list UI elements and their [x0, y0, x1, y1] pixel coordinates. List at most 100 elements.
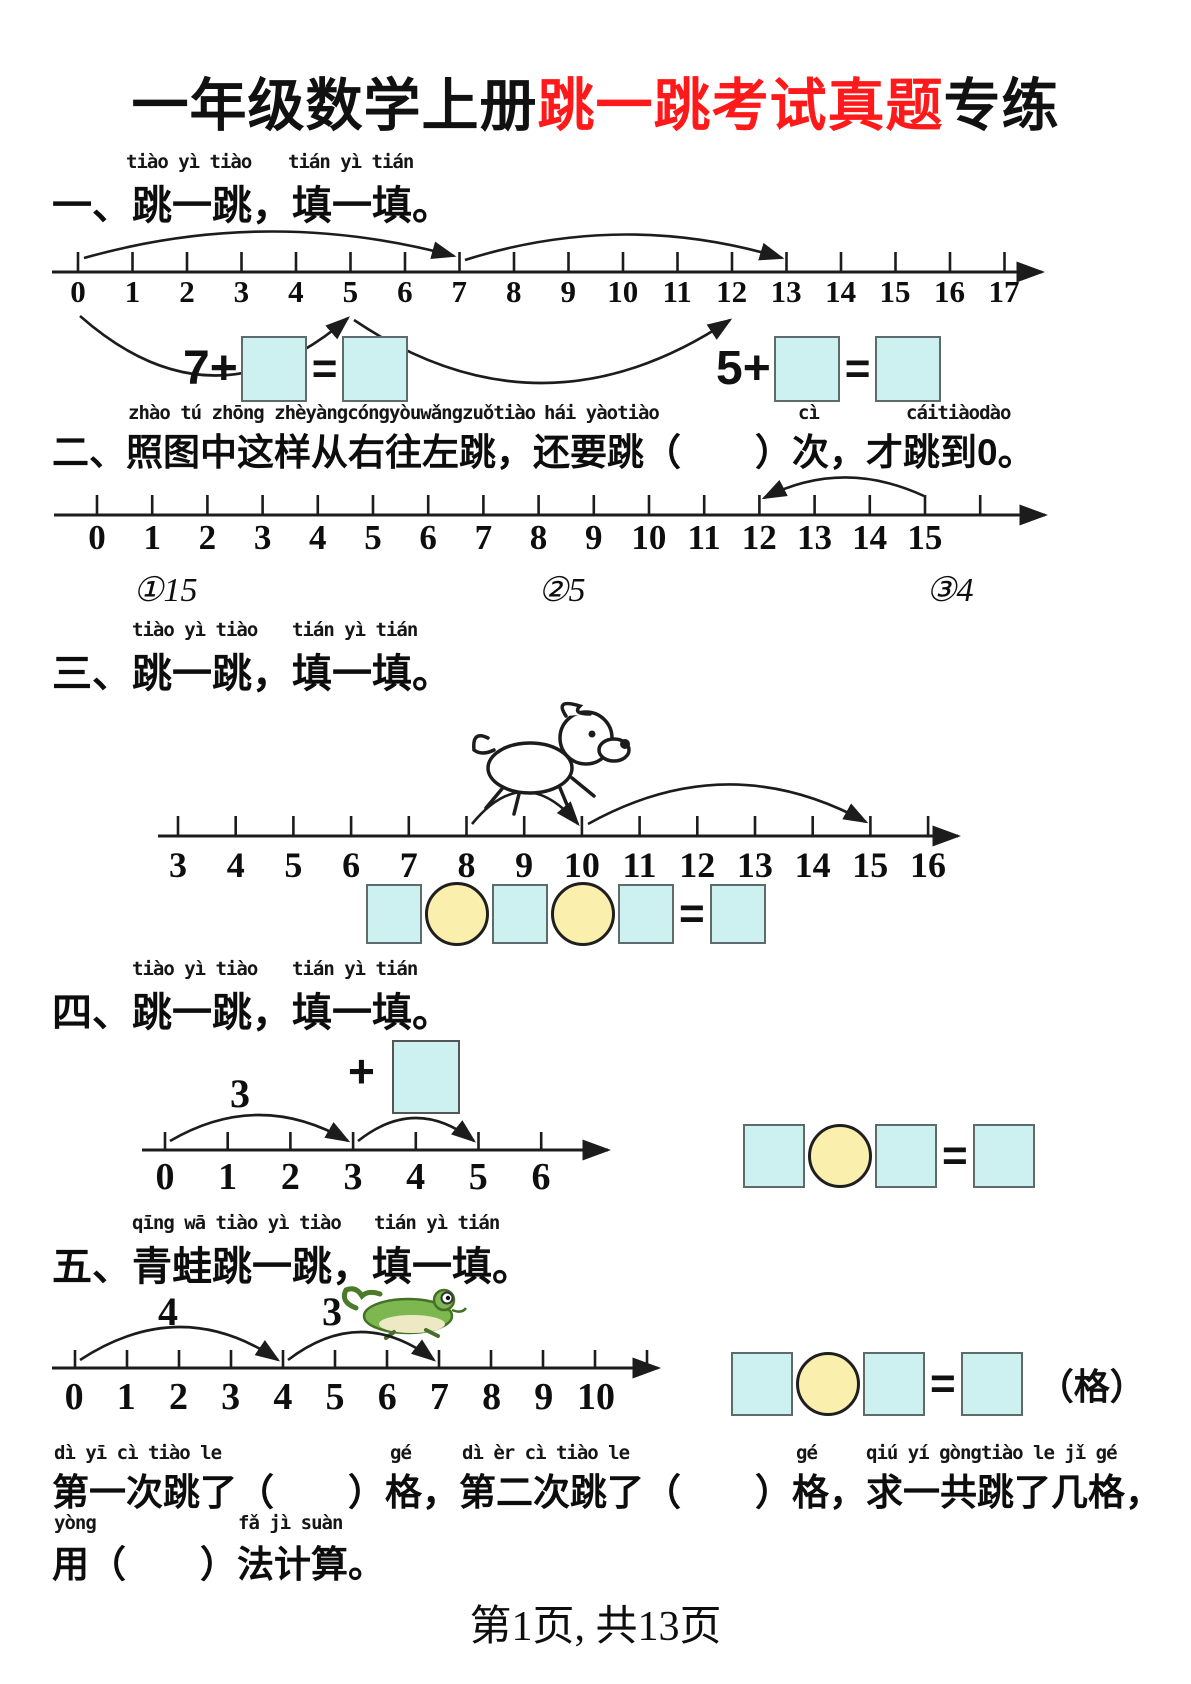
- jump-arc-0-4: [79, 1325, 281, 1362]
- tick-label: 13: [736, 845, 773, 885]
- tick-label: 11: [622, 845, 657, 885]
- answer-option: ②5: [538, 572, 586, 609]
- answer-box: [731, 1352, 793, 1416]
- pinyin-annotation: hái yàotiào: [544, 402, 660, 424]
- tick-label: 8: [529, 518, 548, 557]
- tick-label: 2: [280, 1156, 300, 1198]
- tick-label: 16: [934, 274, 965, 309]
- tick-marks: [163, 1132, 543, 1150]
- tick-label: 9: [515, 845, 534, 885]
- arc-label-3: 3: [230, 1071, 250, 1116]
- tick-label: 0: [88, 518, 106, 557]
- tick-label: 4: [309, 518, 327, 557]
- tick-label: 12: [741, 518, 777, 557]
- tick-label: 12: [716, 274, 748, 309]
- tick-label: 1: [124, 274, 141, 309]
- tick-label: 10: [576, 1376, 615, 1418]
- equals-sign: =: [311, 344, 338, 393]
- tick-label: 7: [474, 518, 493, 557]
- tick-label: 5: [342, 274, 359, 309]
- tick-label: 0: [155, 1156, 175, 1198]
- tick-label: 13: [770, 274, 802, 309]
- frog-illustration: [341, 1286, 468, 1340]
- tick-label: 9: [534, 1376, 554, 1418]
- tick-label: 7: [429, 1376, 449, 1418]
- pinyin-annotation: qīng wā tiào yì tiào: [132, 1212, 342, 1234]
- tick-label: 9: [560, 274, 576, 309]
- tick-marks: [176, 816, 930, 836]
- number-line-4: [142, 1113, 611, 1161]
- pinyin-annotation: cì: [798, 402, 820, 424]
- tick-label: 10: [607, 274, 639, 309]
- number-line-2: [54, 476, 1048, 526]
- equation-1-left: 7+ =: [183, 336, 409, 402]
- tick-label: 17: [988, 274, 1020, 309]
- tick-label: 11: [662, 274, 692, 309]
- answer-option: ①15: [133, 572, 198, 609]
- answer-box: [863, 1352, 925, 1416]
- tick-label: 3: [343, 1156, 363, 1198]
- tick-label: 3: [233, 274, 250, 309]
- number-line-1: [52, 230, 1045, 385]
- pinyin-annotation: tián yì tián: [288, 151, 414, 173]
- section-2-heading: 二、照图中这样从右往左跳，还要跳（ ）次，才跳到0。: [52, 432, 1035, 473]
- jump-arc-5-12: [353, 318, 733, 385]
- tick-label: 6: [419, 518, 437, 557]
- tick-label: 2: [198, 518, 217, 557]
- tick-label: 5: [364, 518, 382, 557]
- operator-circle: [808, 1124, 872, 1188]
- answer-box: [773, 336, 840, 402]
- equation-1-right: 5+ =: [716, 336, 942, 402]
- answer-box: [240, 336, 307, 402]
- tick-label: 7: [451, 274, 468, 309]
- tick-label: 0: [70, 274, 86, 309]
- section-4-heading: 四、跳一跳，填一填。: [52, 991, 452, 1035]
- operator-circle: [551, 882, 615, 946]
- tick-label: 2: [168, 1376, 188, 1418]
- add-box: [392, 1040, 460, 1114]
- answer-box: [960, 1352, 1023, 1416]
- question-line-1: 第一次跳了（ ）格，第二次跳了（ ）格，求一共跳了几格，: [52, 1472, 1162, 1513]
- pinyin-annotation: tiào yì tiào: [132, 958, 258, 980]
- tick-label: 15: [852, 845, 889, 885]
- pinyin-annotation: tián yì tián: [292, 619, 418, 641]
- answer-box: [709, 884, 766, 944]
- jump-arc-3-5: [357, 1116, 477, 1143]
- tick-label: 7: [399, 845, 418, 885]
- equation-prefix: 5+: [716, 342, 771, 395]
- tick-label: 6: [342, 845, 361, 885]
- answer-box: [972, 1124, 1035, 1188]
- tick-marks: [76, 252, 1006, 272]
- answer-box: [366, 884, 422, 944]
- jump-arc-0-7: [83, 230, 457, 260]
- equation-4: =: [743, 1124, 1035, 1188]
- arc-label-3: 3: [322, 1289, 342, 1334]
- equals-sign: =: [942, 1131, 968, 1180]
- tick-label: 5: [284, 845, 303, 885]
- tick-label: 14: [794, 845, 831, 885]
- equation-prefix: 7+: [183, 342, 238, 395]
- pinyin-annotation: qiú yí gòngtiào le jǐ gé: [866, 1442, 1118, 1464]
- equation-5: = （格）: [731, 1352, 1146, 1416]
- tick-label: 8: [506, 274, 522, 309]
- tick-label: 13: [796, 518, 832, 557]
- tick-label: 10: [563, 845, 600, 885]
- answer-box: [618, 884, 674, 944]
- tick-label: 4: [226, 845, 245, 885]
- jump-arc-15-12: [761, 476, 925, 500]
- title-suffix: 专练: [943, 74, 1060, 138]
- tick-label: 14: [825, 274, 857, 309]
- tick-label: 3: [221, 1376, 241, 1418]
- answer-box: [875, 1124, 937, 1188]
- pinyin-annotation: tiào yì tiào: [126, 151, 252, 173]
- jump-arc-7-13: [464, 233, 785, 262]
- answer-box: [743, 1124, 805, 1188]
- answer-option: ③4: [926, 572, 974, 609]
- pinyin-annotation: dì èr cì tiào le: [462, 1442, 630, 1464]
- arc-label-4: 4: [158, 1289, 178, 1334]
- tick-marks: [73, 1350, 649, 1368]
- tick-label: 1: [143, 518, 161, 557]
- equals-sign: =: [679, 889, 705, 938]
